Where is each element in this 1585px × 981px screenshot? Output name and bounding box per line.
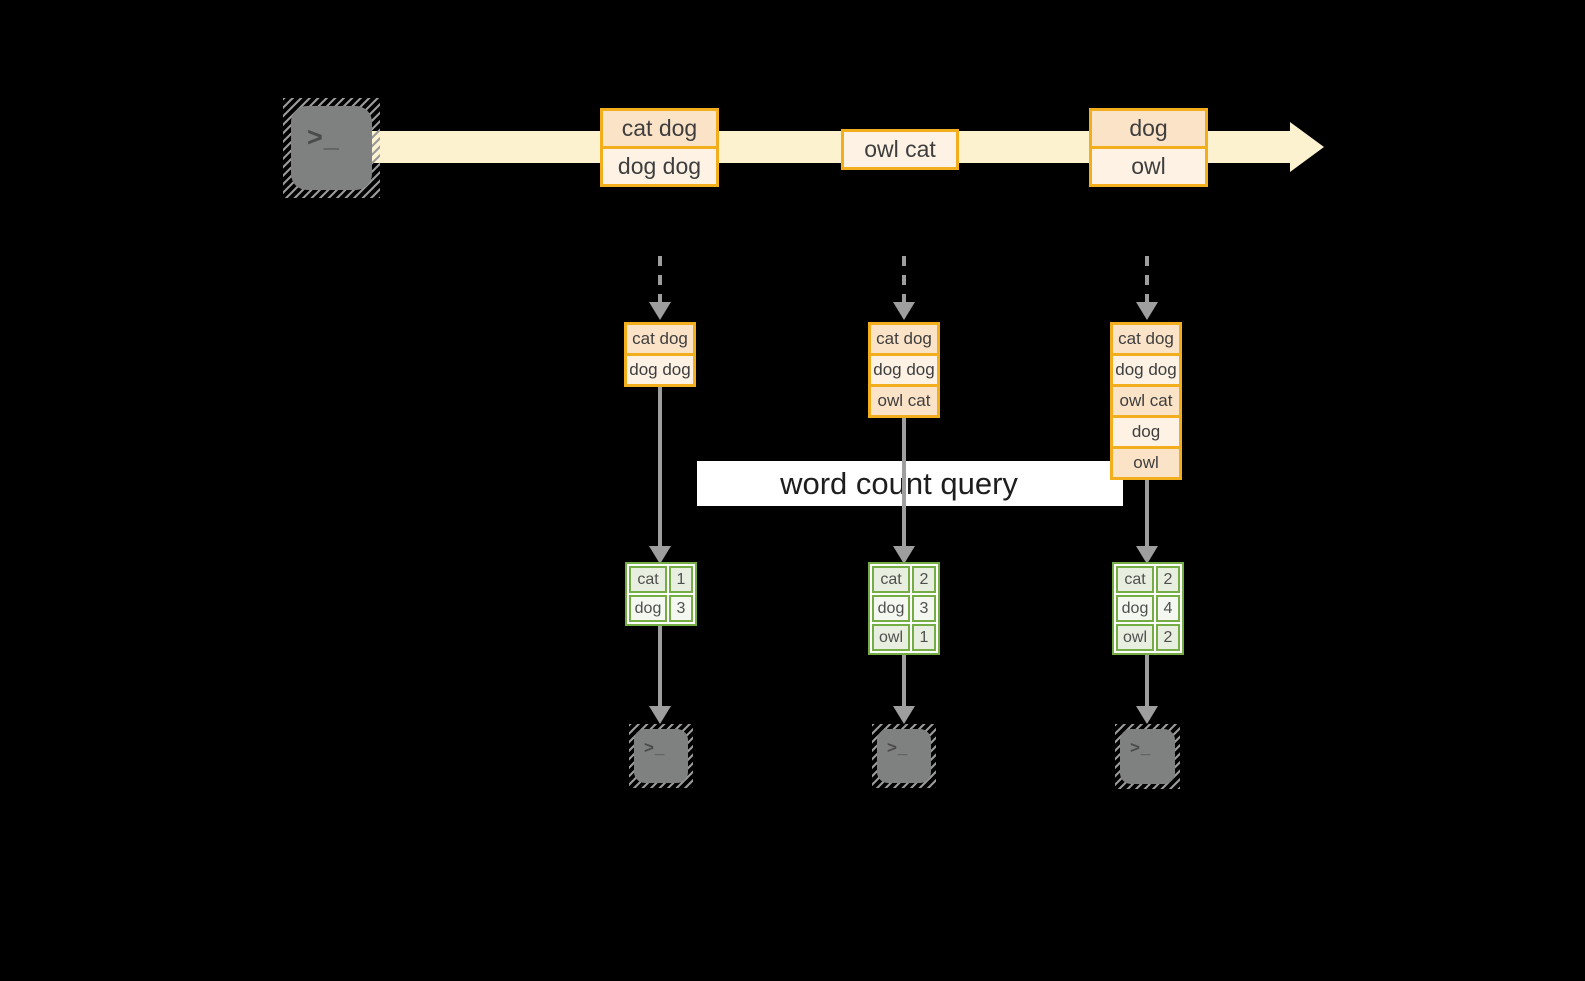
- stack-row: cat dog: [871, 325, 937, 353]
- terminal-prompt-icon: >_: [1130, 738, 1152, 757]
- stack-row: cat dog: [627, 325, 693, 353]
- table-word-cell: owl: [1116, 624, 1154, 651]
- stack-row: cat dog: [1113, 325, 1179, 353]
- record-stack-1: cat dog dog dog: [624, 322, 696, 387]
- arrowhead: [1136, 706, 1158, 724]
- table-word-cell: owl: [872, 624, 910, 651]
- arrowhead: [1136, 546, 1158, 564]
- count-table-1: cat 1 dog 3: [625, 562, 697, 626]
- arrowhead: [649, 546, 671, 564]
- stack-row: owl cat: [871, 387, 937, 415]
- table-count-cell: 3: [669, 595, 693, 622]
- stack-row: dog dog: [1113, 356, 1179, 384]
- table-count-cell: 2: [1156, 566, 1180, 593]
- table-word-cell: dog: [629, 595, 667, 622]
- stack-row: dog dog: [871, 356, 937, 384]
- timeline-event-line: dog: [1092, 111, 1205, 146]
- table-word-cell: cat: [629, 566, 667, 593]
- record-stack-2: cat dog dog dog owl cat: [868, 322, 940, 418]
- timeline-event-line: dog dog: [603, 149, 716, 184]
- table-count-cell: 4: [1156, 595, 1180, 622]
- table-word-cell: cat: [872, 566, 910, 593]
- output-terminal-icon-1: >_: [629, 724, 693, 788]
- dashed-arrow-shaft-3: [1145, 256, 1149, 302]
- terminal-prompt-icon: >_: [307, 122, 340, 152]
- timeline-event-line: cat dog: [603, 111, 716, 146]
- arrowhead: [649, 706, 671, 724]
- terminal-prompt-icon: >_: [644, 738, 666, 757]
- table-count-cell: 2: [1156, 624, 1180, 651]
- table-count-cell: 1: [912, 624, 936, 651]
- timeline-event-1: cat dog dog dog: [600, 108, 719, 187]
- timeline-event-3: dog owl: [1089, 108, 1208, 187]
- dashed-arrow-shaft-2: [902, 256, 906, 302]
- arrow-shaft: [902, 418, 906, 546]
- dashed-arrowhead-2: [893, 302, 915, 320]
- arrow-shaft: [658, 626, 662, 706]
- arrow-shaft: [1145, 655, 1149, 706]
- terminal-body: >_: [291, 106, 372, 190]
- arrow-shaft: [658, 387, 662, 546]
- stack-row: dog: [1113, 418, 1179, 446]
- count-table-2: cat 2 dog 3 owl 1: [868, 562, 940, 655]
- stack-row: owl: [1113, 449, 1179, 477]
- output-terminal-icon-3: >_: [1115, 724, 1180, 789]
- stack-row: owl cat: [1113, 387, 1179, 415]
- terminal-body: >_: [634, 729, 688, 783]
- timeline-event-line: owl cat: [844, 132, 956, 167]
- query-label: word count query: [697, 461, 1123, 506]
- arrow-shaft: [1145, 480, 1149, 546]
- stack-row: dog dog: [627, 356, 693, 384]
- terminal-body: >_: [877, 729, 931, 783]
- stream-timeline-arrowhead: [1290, 122, 1324, 172]
- timeline-event-line: owl: [1092, 149, 1205, 184]
- table-count-cell: 3: [912, 595, 936, 622]
- dashed-arrowhead-1: [649, 302, 671, 320]
- source-terminal-icon: >_: [283, 98, 380, 198]
- table-word-cell: dog: [872, 595, 910, 622]
- count-table-3: cat 2 dog 4 owl 2: [1112, 562, 1184, 655]
- table-count-cell: 1: [669, 566, 693, 593]
- arrowhead: [893, 706, 915, 724]
- dashed-arrow-shaft-1: [658, 256, 662, 302]
- table-count-cell: 2: [912, 566, 936, 593]
- terminal-body: >_: [1120, 729, 1175, 784]
- timeline-event-2: owl cat: [841, 129, 959, 170]
- table-word-cell: cat: [1116, 566, 1154, 593]
- record-stack-3: cat dog dog dog owl cat dog owl: [1110, 322, 1182, 480]
- output-terminal-icon-2: >_: [872, 724, 936, 788]
- arrowhead: [893, 546, 915, 564]
- arrow-shaft: [902, 655, 906, 706]
- dashed-arrowhead-3: [1136, 302, 1158, 320]
- terminal-prompt-icon: >_: [887, 738, 909, 757]
- table-word-cell: dog: [1116, 595, 1154, 622]
